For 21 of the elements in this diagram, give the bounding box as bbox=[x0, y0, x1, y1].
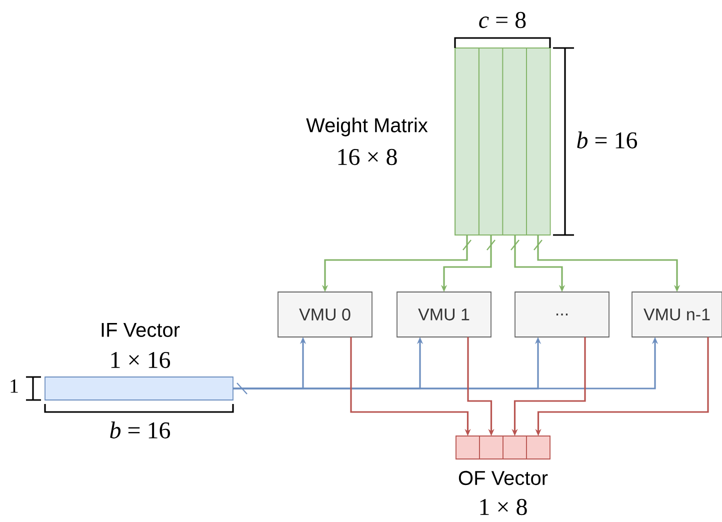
size-label: 1 × 16 bbox=[111, 352, 170, 368]
dimension-label: b = 16 bbox=[577, 132, 638, 148]
cell bbox=[479, 436, 504, 460]
cell bbox=[478, 48, 504, 236]
cell bbox=[454, 48, 480, 236]
cell bbox=[456, 436, 480, 460]
unit-box: VMU n-1 bbox=[632, 292, 722, 338]
dimension-label: 1 bbox=[10, 379, 18, 393]
cell bbox=[502, 48, 527, 236]
size-label: 16 × 8 bbox=[338, 148, 397, 166]
heading: Weight Matrix bbox=[306, 118, 428, 136]
unit-box: ... bbox=[514, 292, 610, 338]
cell bbox=[526, 48, 551, 236]
heading: OF Vector bbox=[458, 470, 548, 486]
size-label: 1 × 8 bbox=[480, 498, 527, 516]
unit-box: VMU 0 bbox=[278, 292, 372, 338]
dimension-label: c = 8 bbox=[479, 12, 526, 28]
heading: IF Vector bbox=[102, 323, 180, 337]
cell bbox=[526, 436, 550, 460]
cell bbox=[502, 436, 527, 460]
unit-box: VMU 1 bbox=[396, 292, 492, 338]
